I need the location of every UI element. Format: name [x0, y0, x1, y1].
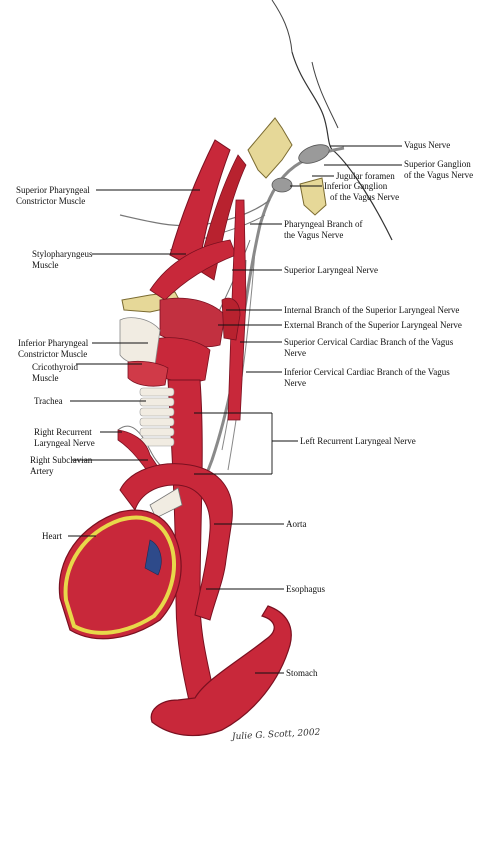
- superior-ganglion-line-2: of the Vagus Nerve: [404, 170, 474, 180]
- right-recurrent-line-1: Right Recurrent: [34, 427, 92, 437]
- label-heart: Heart: [42, 531, 62, 542]
- thyroid-cartilage-shape: [119, 317, 161, 367]
- label-right-subclavian: Right Subclavian Artery: [30, 455, 92, 477]
- temporal-bone: [247, 117, 293, 179]
- heart-text: Heart: [42, 531, 62, 541]
- label-inferior-ganglion: Inferior Ganglion of the Vagus Nerve: [324, 181, 399, 203]
- mastoid-bone: [299, 177, 327, 216]
- label-superior-pharyngeal: Superior Pharyngeal Constrictor Muscle: [16, 185, 90, 207]
- label-aorta: Aorta: [286, 519, 307, 530]
- cricothyroid-line-2: Muscle: [32, 373, 59, 383]
- inferior-ganglion-line-2: of the Vagus Nerve: [330, 192, 400, 202]
- external-branch-text: External Branch of the Superior Laryngea…: [284, 320, 462, 330]
- superior-pharyngeal-line-2: Constrictor Muscle: [16, 196, 86, 206]
- right-subclavian-line-1: Right Subclavian: [30, 455, 93, 465]
- label-inferior-cervical-cardiac: Inferior Cervical Cardiac Branch of the …: [284, 367, 450, 389]
- heart-fat-outline: [63, 515, 176, 635]
- label-right-recurrent: Right Recurrent Laryngeal Nerve: [34, 427, 95, 449]
- label-esophagus: Esophagus: [286, 584, 325, 595]
- label-inferior-pharyngeal: Inferior Pharyngeal Constrictor Muscle: [18, 338, 88, 360]
- right-subclavian-line-2: Artery: [30, 466, 54, 476]
- nerve-branch-e: [227, 249, 256, 471]
- superior-laryngeal-text: Superior Laryngeal Nerve: [284, 265, 378, 275]
- cricothyroid-shape: [127, 360, 169, 387]
- pharyngeal-branch-line-2: the Vagus Nerve: [284, 230, 344, 240]
- cricothyroid-line-1: Cricothyroid: [32, 362, 78, 372]
- inferior-cervical-cardiac-line-1: Inferior Cervical Cardiac Branch of the …: [284, 367, 450, 377]
- superior-ganglion-shape: [298, 144, 330, 164]
- label-external-branch: External Branch of the Superior Laryngea…: [284, 320, 462, 331]
- label-superior-laryngeal: Superior Laryngeal Nerve: [284, 265, 378, 276]
- label-trachea: Trachea: [34, 396, 63, 407]
- skull-outline: [291, 51, 393, 241]
- label-stomach: Stomach: [286, 668, 318, 679]
- inferior-pharyngeal-line-1: Inferior Pharyngeal: [18, 338, 89, 348]
- superior-cervical-cardiac-line-2: Nerve: [284, 348, 306, 358]
- stylopharyngeus-line-1: Stylopharyngeus: [32, 249, 93, 259]
- superior-ganglion-line-1: Superior Ganglion: [404, 159, 471, 169]
- vagus-nerve-text: Vagus Nerve: [404, 140, 451, 150]
- label-vagus-nerve: Vagus Nerve: [404, 140, 450, 151]
- label-superior-ganglion: Superior Ganglion of the Vagus Nerve: [404, 159, 473, 181]
- skull-top-line: [271, 0, 293, 53]
- jugular-foramen-text: Jugular foramen: [336, 171, 395, 181]
- superior-cervical-cardiac-line-1: Superior Cervical Cardiac Branch of the …: [284, 337, 454, 347]
- label-stylopharyngeus: Stylopharyngeus Muscle: [32, 249, 93, 271]
- inferior-cervical-cardiac-line-2: Nerve: [284, 378, 306, 388]
- aorta-text: Aorta: [286, 519, 307, 529]
- label-pharyngeal-branch: Pharyngeal Branch of the Vagus Nerve: [284, 219, 362, 241]
- superior-pharyngeal-line-1: Superior Pharyngeal: [16, 185, 90, 195]
- right-recurrent-line-2: Laryngeal Nerve: [34, 438, 95, 448]
- inferior-ganglion-shape: [271, 177, 293, 193]
- label-jugular-foramen: Jugular foramen: [336, 171, 395, 182]
- trachea-text: Trachea: [34, 396, 63, 406]
- inferior-ganglion-line-1: Inferior Ganglion: [324, 181, 388, 191]
- aortic-arch-shape: [119, 463, 233, 621]
- label-superior-cervical-cardiac: Superior Cervical Cardiac Branch of the …: [284, 337, 453, 359]
- label-left-recurrent: Left Recurrent Laryngeal Nerve: [300, 436, 416, 447]
- stomach-text: Stomach: [286, 668, 318, 678]
- carotid-bulb: [221, 297, 241, 341]
- pharyngeal-branch-line-1: Pharyngeal Branch of: [284, 219, 363, 229]
- internal-branch-text: Internal Branch of the Superior Laryngea…: [284, 305, 460, 315]
- skull-base-line: [311, 61, 339, 129]
- superior-pharyngeal-muscle-shape: [169, 139, 231, 271]
- stomach-shape: [150, 605, 292, 737]
- heart-atrium: [144, 539, 162, 576]
- trachea-rings: [139, 387, 175, 447]
- label-internal-branch: Internal Branch of the Superior Laryngea…: [284, 305, 459, 316]
- label-cricothyroid: Cricothyroid Muscle: [32, 362, 78, 384]
- inferior-pharyngeal-line-2: Constrictor Muscle: [18, 349, 88, 359]
- stylopharyngeus-line-2: Muscle: [32, 260, 59, 270]
- stylopharyngeus-shape: [149, 239, 237, 301]
- esophagus-text: Esophagus: [286, 584, 325, 594]
- left-recurrent-text: Left Recurrent Laryngeal Nerve: [300, 436, 416, 446]
